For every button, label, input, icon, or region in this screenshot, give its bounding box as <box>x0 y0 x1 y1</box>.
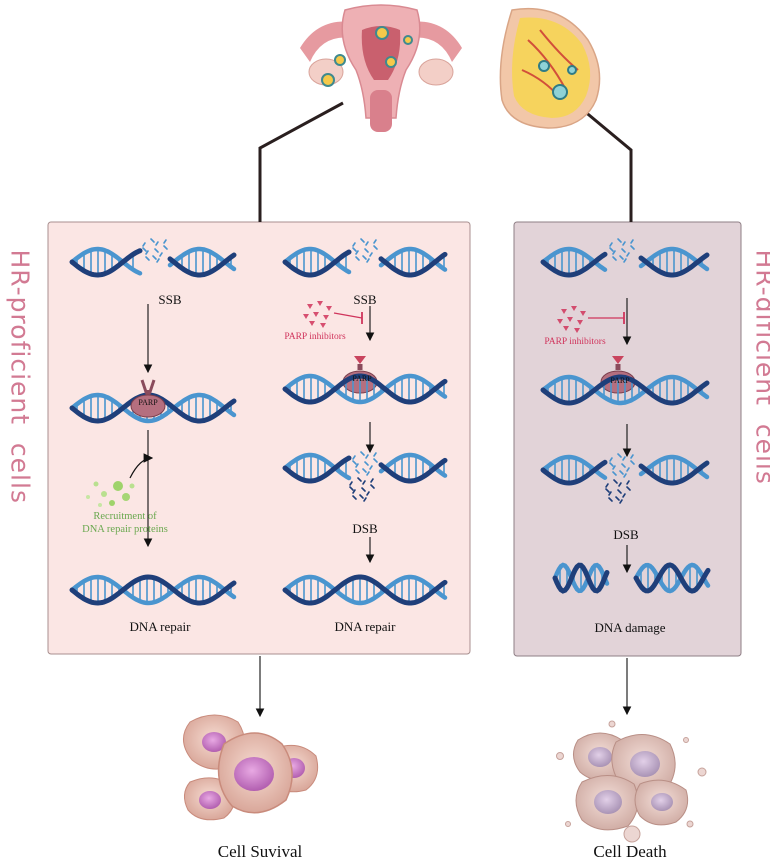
ssb-fragments-right <box>609 238 635 263</box>
dna-helix-col1-repaired <box>69 574 237 606</box>
dna-helix-right-ssb <box>540 246 710 278</box>
repair-proteins-icon <box>86 453 154 507</box>
dsb-fragments-col2-bottom <box>349 477 375 502</box>
dna-repair-label-col2: DNA repair <box>334 619 396 634</box>
parp-label-right: PARP <box>610 376 630 385</box>
parp-inhibitor-icon-right <box>557 306 625 333</box>
parp-label-col1: PARP <box>138 398 158 407</box>
dsb-label-right: DSB <box>613 527 639 542</box>
recruitment-label-line1: Recruitment of <box>93 511 157 522</box>
dna-helix-right-broken-left <box>552 562 610 594</box>
dying-cells-icon <box>556 720 707 843</box>
uterus-ovaries-icon <box>300 4 462 132</box>
dna-damage-label: DNA damage <box>594 620 666 635</box>
parp-inhibitors-label-right: PARP inhibitors <box>544 337 606 347</box>
dna-helix-col2-ssb <box>282 246 448 278</box>
dna-helix-right-dsb <box>540 454 710 486</box>
ssb-fragments-col1 <box>142 238 168 263</box>
hr-deficient-label: HR-dificient cells <box>750 249 770 485</box>
dna-repair-label-col1: DNA repair <box>129 619 191 634</box>
dna-helix-col2-repaired <box>282 574 448 606</box>
recruitment-label-line2: DNA repair proteins <box>82 524 168 535</box>
parp-enzyme-icon <box>130 379 166 418</box>
connector-uterus <box>258 101 344 222</box>
dna-helix-right-trapped <box>540 374 710 406</box>
dna-helix-right-broken-right <box>633 562 711 594</box>
dsb-label-col2: DSB <box>352 521 378 536</box>
parp-label-col2: PARP <box>352 374 372 383</box>
dsb-fragments-col2-top <box>352 451 378 476</box>
parp-inhibitors-label-col2: PARP inhibitors <box>284 332 346 342</box>
hr-proficient-label: HR-proficient cells <box>5 249 35 504</box>
cell-survival-caption: Cell Suvival <box>217 842 303 861</box>
ssb-label-col2: SSB <box>353 292 377 307</box>
dna-helix-col1-ssb <box>69 246 237 278</box>
breast-tissue-icon <box>499 7 601 129</box>
parp-inhibitor-icon <box>303 301 363 328</box>
ssb-fragments-col2 <box>352 238 378 263</box>
surviving-cells-icon <box>183 714 319 821</box>
dna-helix-col2-dsb <box>282 452 448 484</box>
dsb-fragments-right-bottom <box>605 479 631 504</box>
dna-helix-col2-trapped <box>282 373 448 405</box>
dsb-fragments-right-top <box>609 453 635 478</box>
ssb-label-col1: SSB <box>158 292 182 307</box>
cell-death-caption: Cell Death <box>593 842 667 861</box>
